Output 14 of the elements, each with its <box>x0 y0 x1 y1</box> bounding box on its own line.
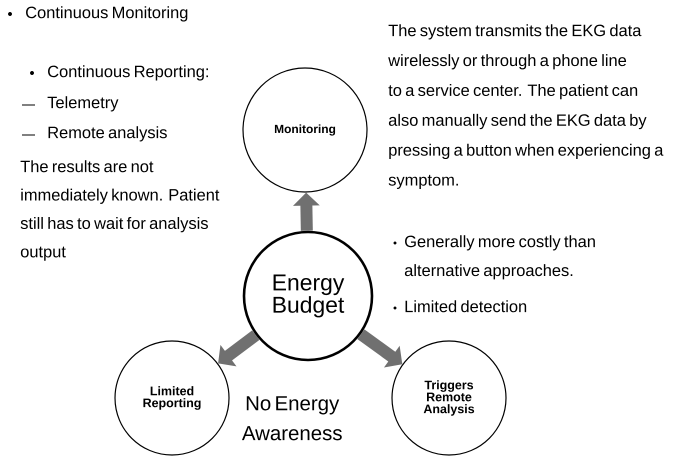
circle-node: Triggers Remote Analysis <box>391 340 507 456</box>
text-label: The results are not immediately known. Patient still has to wait for analysis output <box>20 160 220 261</box>
text-label: Continuous Reporting: <box>48 65 208 80</box>
text-label: Remote analysis <box>48 126 167 142</box>
text-label: Limited detection <box>406 300 526 312</box>
block-arrow <box>218 330 260 366</box>
circle-node: Energy Budget <box>242 230 374 362</box>
circle-node: Monitoring <box>242 67 368 193</box>
text-label: The system transmits the EKG data wirelessly or through a phone line to a service center. The patient can also manually send the EKG data by pressing a button when experiencing a symptom. <box>388 24 664 189</box>
text-label: Continuous Monitoring <box>26 6 188 22</box>
text-label: Generally more costly than alternative approaches. <box>404 235 595 280</box>
text-label: Telemetry <box>48 96 118 112</box>
text-label: No Energy Awareness <box>242 396 342 440</box>
circle-node: Limited Reporting <box>114 340 230 456</box>
